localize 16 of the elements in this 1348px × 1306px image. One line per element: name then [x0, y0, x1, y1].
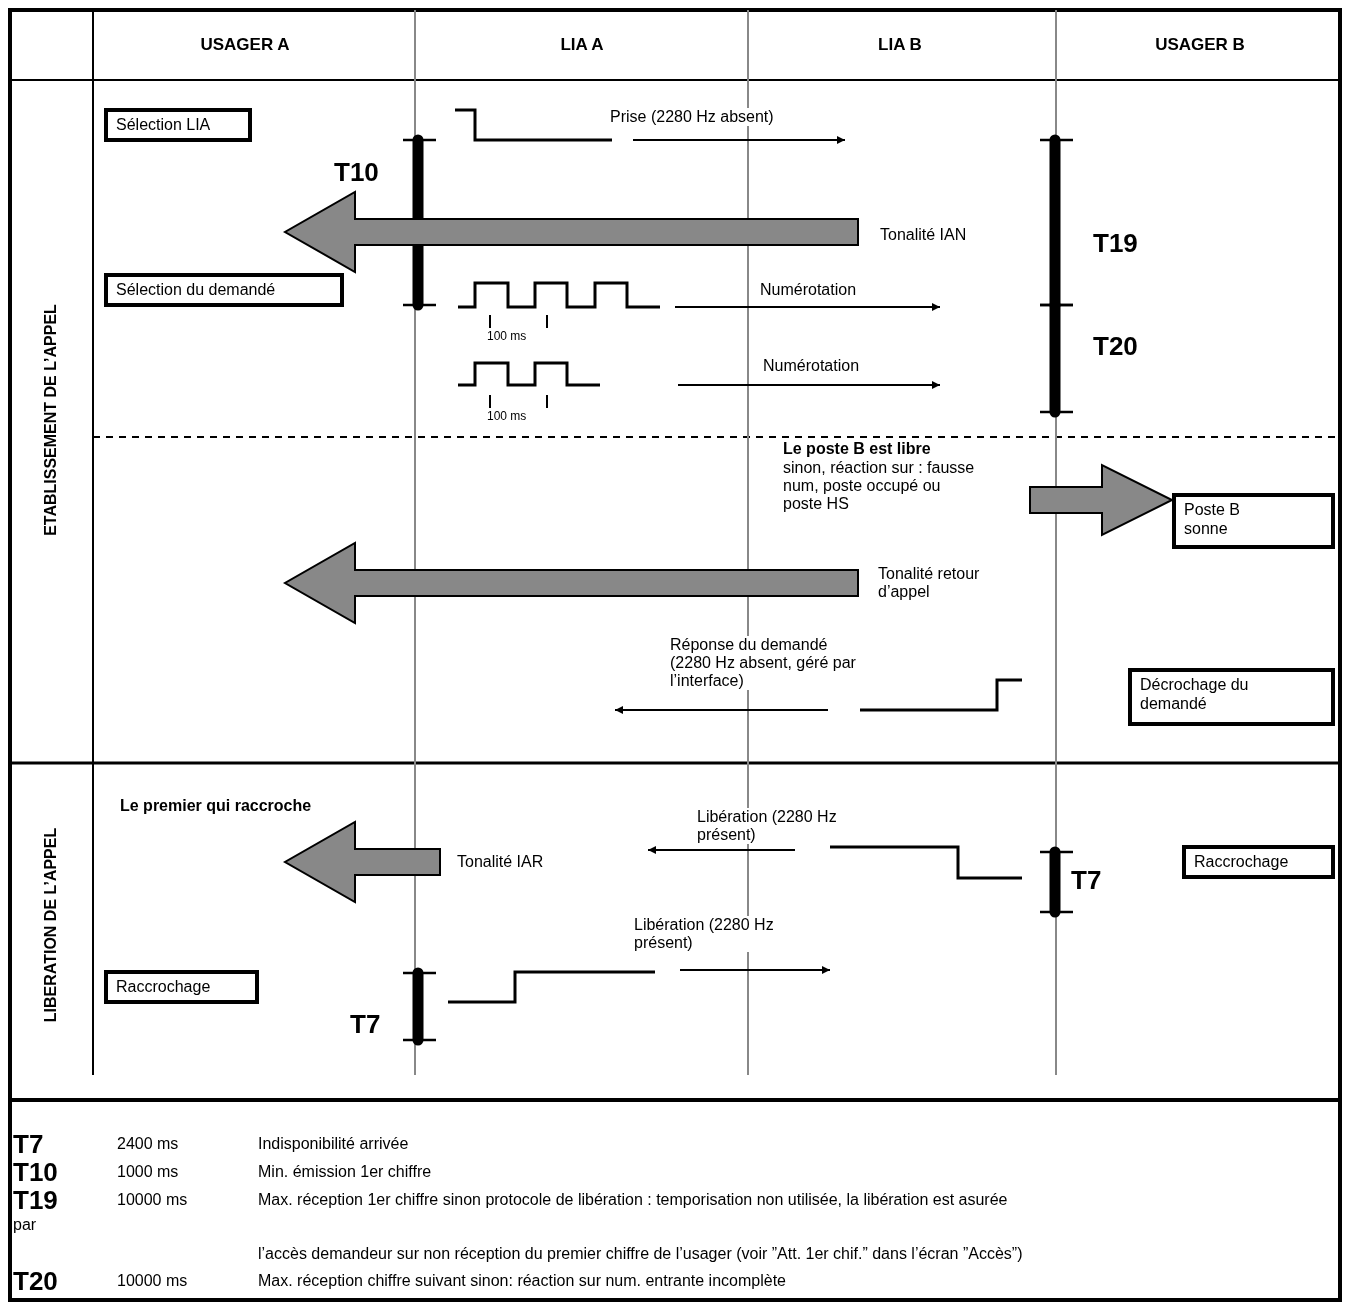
process-box: Raccrochage: [104, 970, 259, 1004]
signal-label: Prise (2280 Hz absent): [610, 108, 774, 126]
block-arrow: [1029, 463, 1175, 537]
process-box: Poste B sonne: [1172, 493, 1335, 549]
table-cell: Indisponibilité arrivée: [258, 1135, 409, 1153]
table-cell: l’accès demandeur sur non réception du premier chiffre de l’usager (voir ”Att. 1er chif.” dans l’écran ”Accès”): [258, 1245, 1023, 1263]
dimension-label: 100 ms: [487, 330, 527, 343]
process-box: Décrochage du demandé: [1128, 668, 1335, 726]
note-text: Le poste B est libre: [783, 440, 931, 458]
process-box: Raccrochage: [1182, 845, 1335, 879]
table-cell: Max. réception chiffre suivant sinon: réaction sur num. entrante incomplète: [258, 1272, 786, 1290]
table-cell: Max. réception 1er chiffre sinon protocole de libération : temporisation non utilisée, la libération est asurée: [258, 1191, 1008, 1209]
process-box: Sélection LIA: [104, 108, 252, 142]
dimension-label: 100 ms: [487, 410, 527, 423]
process-box: Sélection du demandé: [104, 273, 344, 307]
note-text: Le premier qui raccroche: [120, 797, 312, 815]
